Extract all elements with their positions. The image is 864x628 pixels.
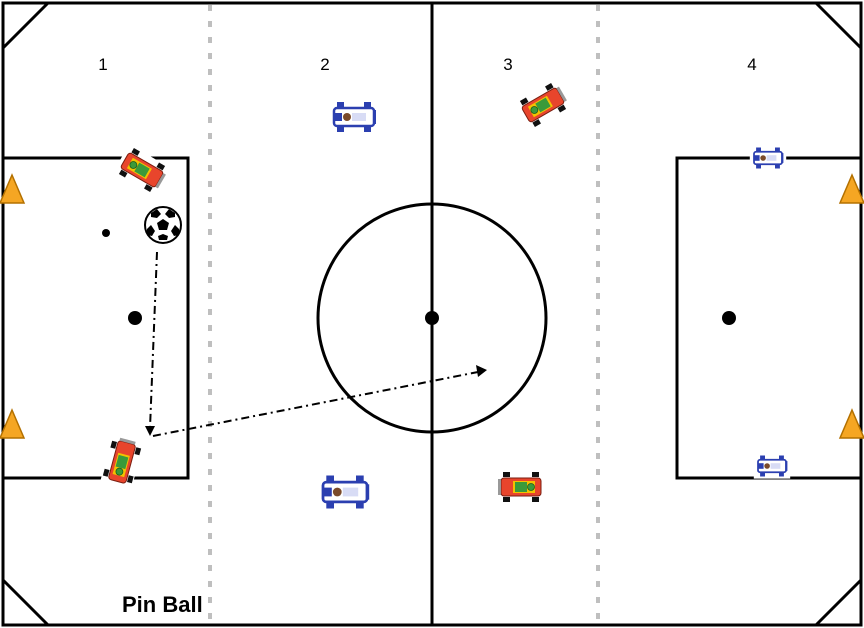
blue-kart-icon [748,144,788,172]
zone-label-2: 2 [320,55,329,74]
blue-kart-icon [315,470,375,514]
blue-kart-icon [752,452,792,480]
zone-label-4: 4 [747,55,756,74]
left-penalty-box [3,156,190,480]
center-spot [425,311,439,325]
pass-path [145,251,487,437]
zone-label-1: 1 [98,55,107,74]
center-circle [316,202,548,434]
right-penalty-spot [722,311,736,325]
corner-bottom-left [1,578,50,627]
marker-dot [102,229,110,237]
red-kart-icon [112,143,172,197]
corner-top-left [1,1,50,50]
blue-kart-icon [326,97,382,137]
drill-title: Pin Ball [122,592,203,617]
red-kart-icon [513,78,573,132]
left-penalty-spot [128,311,142,325]
red-kart-icon [99,434,145,490]
right-penalty-box [675,156,861,480]
zone-label-3: 3 [503,55,512,74]
soccer-ball-icon [144,206,182,244]
red-kart-icon [496,470,546,504]
corner-bottom-right [814,578,863,627]
corner-top-right [814,1,863,50]
